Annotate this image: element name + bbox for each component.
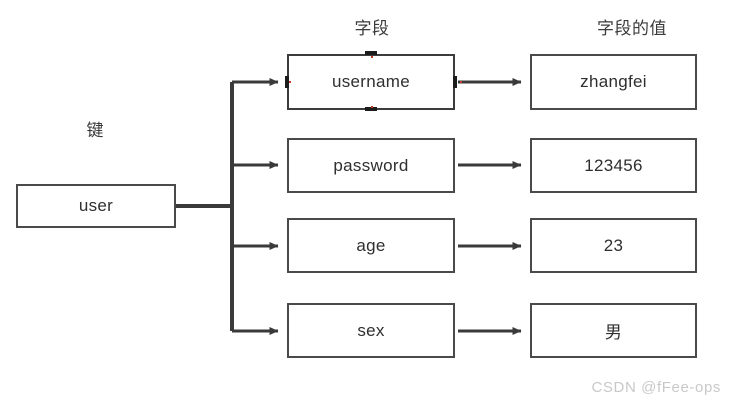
node-value-zhangfei[interactable]: zhangfei bbox=[530, 54, 697, 110]
column-header-value: 字段的值 bbox=[597, 19, 667, 38]
column-header-field: 字段 bbox=[354, 19, 390, 38]
node-field-password[interactable]: password bbox=[287, 138, 455, 193]
node-field-username[interactable]: username bbox=[287, 54, 455, 110]
node-field-sex[interactable]: sex bbox=[287, 303, 455, 358]
column-header-key: 键 bbox=[86, 121, 104, 140]
node-value-123456[interactable]: 123456 bbox=[530, 138, 697, 193]
node-value-male[interactable]: 男 bbox=[530, 303, 697, 358]
selection-dot-bottom bbox=[371, 106, 373, 108]
selection-dot-left bbox=[289, 81, 291, 83]
node-key-user[interactable]: user bbox=[16, 184, 176, 228]
selection-dot-top bbox=[371, 56, 373, 58]
selection-handle-top[interactable] bbox=[365, 51, 377, 55]
selection-handle-right[interactable] bbox=[453, 76, 457, 88]
selection-handle-left[interactable] bbox=[285, 76, 289, 88]
node-value-23[interactable]: 23 bbox=[530, 218, 697, 273]
watermark-text: CSDN @fFee-ops bbox=[591, 379, 721, 396]
selection-dot-right bbox=[460, 81, 462, 83]
selection-handle-bottom[interactable] bbox=[365, 107, 377, 111]
node-field-age[interactable]: age bbox=[287, 218, 455, 273]
